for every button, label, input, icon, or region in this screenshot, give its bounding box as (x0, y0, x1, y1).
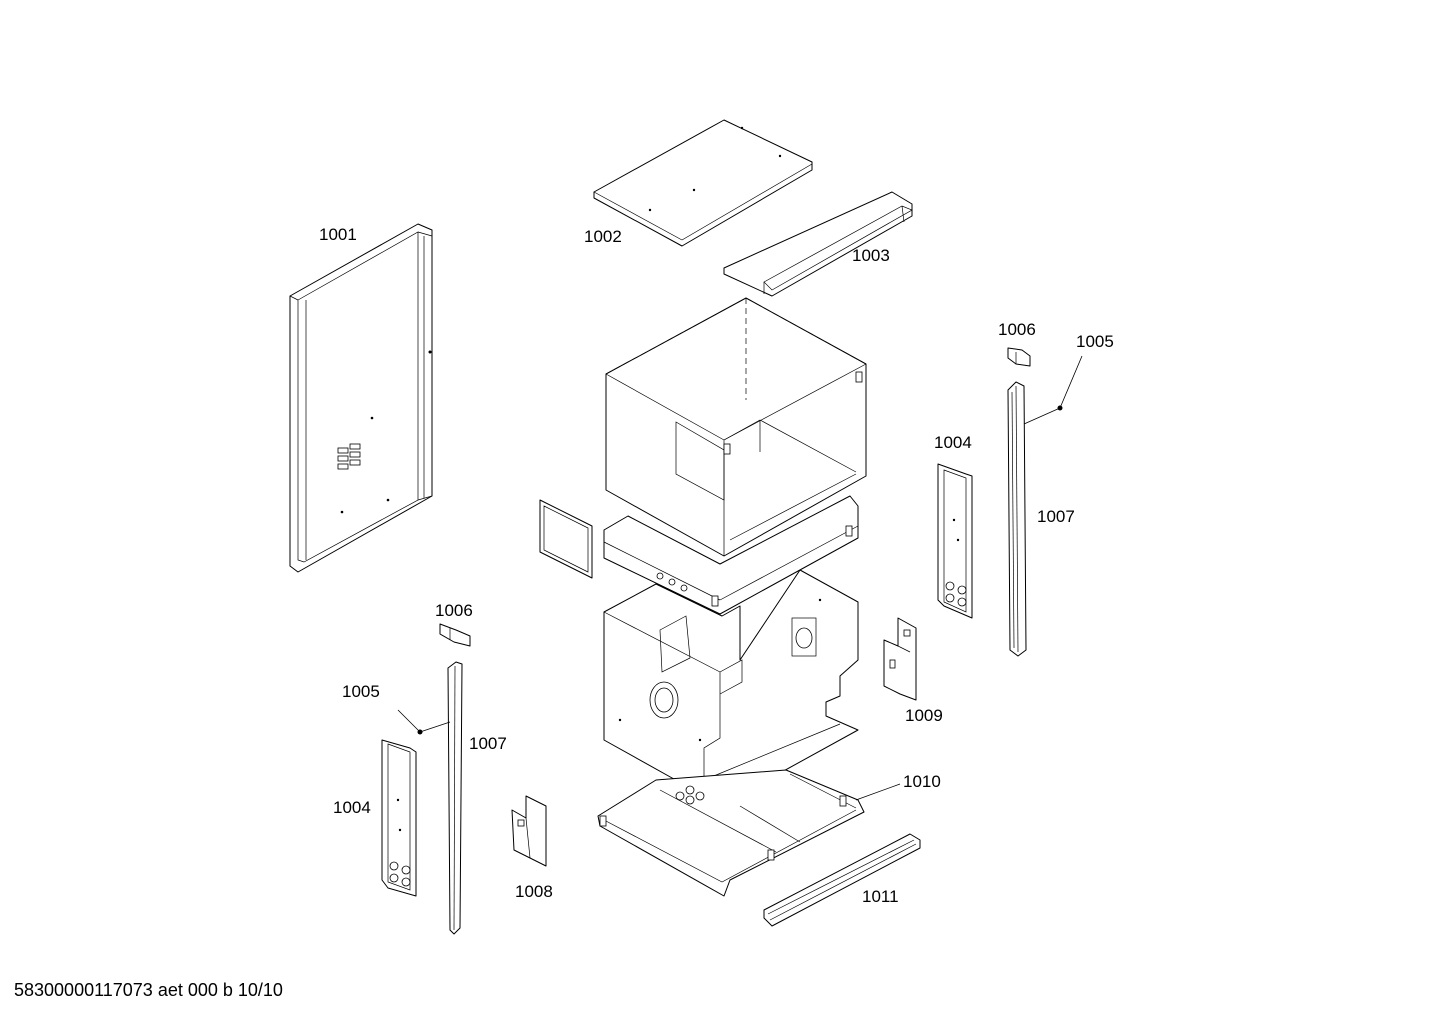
label-1004-left: 1004 (333, 798, 371, 817)
label-1005-right: 1005 (1076, 332, 1114, 351)
label-1010: 1010 (903, 772, 941, 791)
part-1001-side-panel (289, 223, 433, 573)
label-1001: 1001 (319, 225, 357, 244)
part-1003-front-trim (723, 191, 913, 297)
label-1008: 1008 (515, 882, 553, 901)
part-1006-left-clip (439, 623, 471, 647)
part-1008-bracket (511, 795, 547, 867)
label-1007-left: 1007 (469, 734, 507, 753)
part-1007-left-strip (447, 661, 463, 935)
label-1003: 1003 (852, 246, 890, 265)
label-1006-left: 1006 (435, 601, 473, 620)
cavity-separator-tray (603, 495, 859, 615)
label-1002: 1002 (584, 227, 622, 246)
part-1010-bottom-frame (597, 769, 865, 897)
label-1006-right: 1006 (998, 320, 1036, 339)
part-1004-left-plate (381, 739, 417, 897)
part-1009-bracket (883, 617, 917, 701)
upper-oven-cavity (605, 297, 867, 557)
label-1005-left: 1005 (342, 682, 380, 701)
part-1011-rail (763, 833, 921, 927)
rear-cover-plate (539, 499, 593, 579)
label-1011: 1011 (862, 887, 899, 906)
label-1007-right: 1007 (1037, 507, 1075, 526)
part-1004-right-plate (937, 463, 973, 619)
label-1004-right: 1004 (934, 433, 972, 452)
label-1009: 1009 (905, 706, 943, 725)
part-1002-top-panel (593, 119, 813, 247)
part-1006-right-clip (1007, 347, 1031, 367)
document-reference-footer: 58300000117073 aet 000 b 10/10 (14, 980, 283, 1000)
part-1005-screws (397, 355, 1083, 801)
part-1007-right-strip (1007, 381, 1027, 657)
